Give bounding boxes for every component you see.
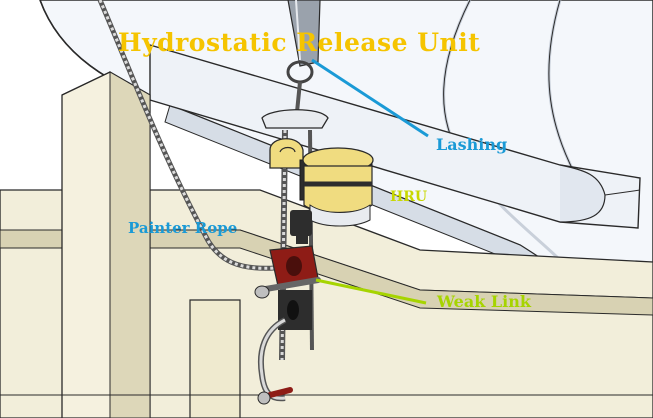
weak-link-label: Weak Link [437,292,531,311]
diagram-title: Hydrostatic Release Unit [118,28,481,57]
painter-rope-label: Painter Rope [128,219,238,237]
hru-assembly [254,129,374,405]
lashing-label: Lashing [436,135,508,154]
weak-link-leader-line [315,278,427,305]
cradle-frame [0,71,653,418]
painter-rope [97,0,276,271]
lashing-leader-line [311,58,429,138]
lashing-strap [261,0,329,129]
hru-label: HRU [390,189,428,205]
